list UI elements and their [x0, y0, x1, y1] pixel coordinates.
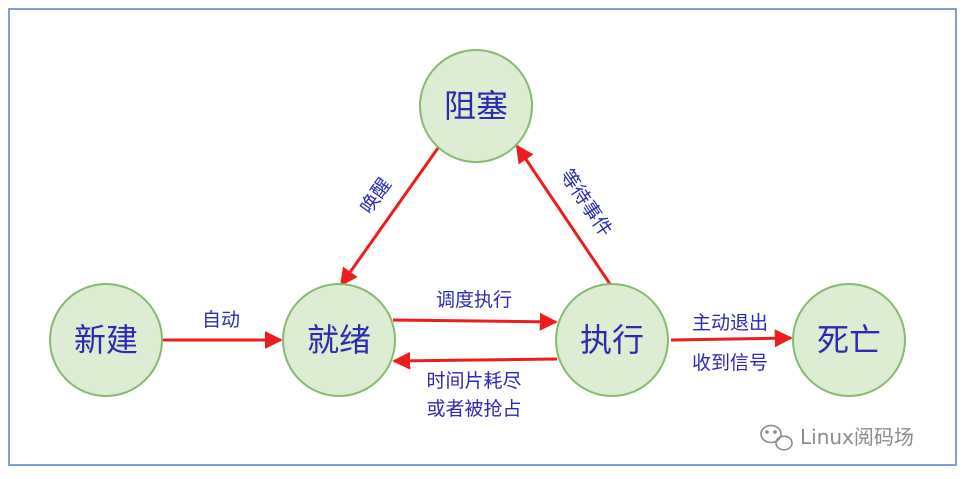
edge-label-schedule: 调度执行 — [436, 289, 512, 311]
node-dead-label: 死亡 — [817, 321, 881, 359]
edge-label-timeout-line2: 或者被抢占 — [426, 398, 521, 420]
edge-running-to-dead — [670, 329, 793, 348]
wechat-icon — [760, 424, 793, 451]
node-running-label: 执行 — [580, 321, 644, 359]
node-new-label: 新建 — [74, 321, 138, 359]
edge-label-exit-line1: 主动退出 — [692, 312, 768, 334]
edge-label-wake: 唤醒 — [356, 174, 396, 218]
edge-running-to-blocked — [515, 144, 614, 288]
edge-label-wait: 等待事件 — [556, 165, 617, 240]
edge-label-auto: 自动 — [202, 309, 240, 331]
edge-blocked-to-ready — [339, 147, 440, 287]
node-dead: 死亡 — [792, 283, 906, 397]
edge-ready-to-running — [392, 312, 558, 331]
edge-running-to-ready — [392, 351, 558, 370]
node-ready-label: 就绪 — [307, 321, 371, 359]
node-running: 执行 — [555, 283, 669, 397]
edge-label-exit-line2: 收到信号 — [692, 352, 768, 374]
edge-label-timeout-line1: 时间片耗尽 — [426, 370, 521, 392]
node-new: 新建 — [49, 283, 163, 397]
node-ready: 就绪 — [282, 283, 396, 397]
node-blocked: 阻塞 — [419, 49, 533, 163]
node-blocked-label: 阻塞 — [444, 87, 508, 125]
watermark-text: Linux阅码场 — [800, 425, 914, 449]
